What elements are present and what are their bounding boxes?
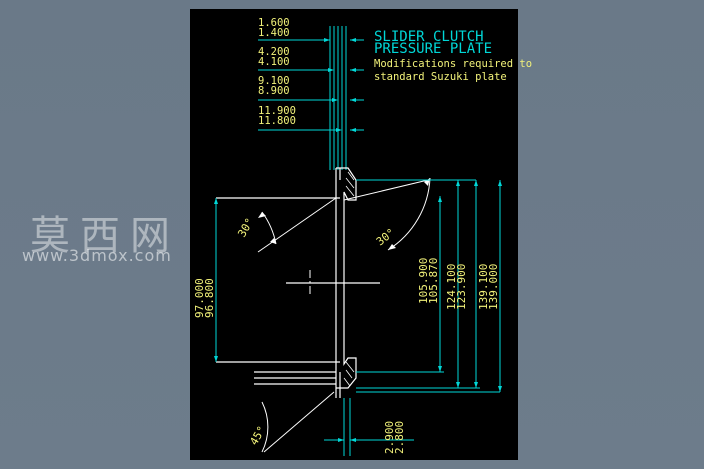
diameter-1-max: 97.000	[193, 278, 206, 318]
dim-3-max: 9.100	[258, 75, 290, 87]
diameter-1-min: 96.800	[203, 278, 216, 318]
diameter-dimension-arrows	[214, 180, 502, 392]
dim-4-max: 11.900	[258, 105, 296, 117]
dim-4-min: 11.800	[258, 115, 296, 127]
diameter-dimension-values: 97.000 96.800 105.900 105.870 124.100 12…	[193, 258, 500, 318]
note-line-1: Modifications required to	[374, 58, 532, 70]
drawing-title-line-1: SLIDER CLUTCH	[374, 29, 484, 45]
dim-1-min: 1.400	[258, 27, 290, 39]
title-block: SLIDER CLUTCH PRESSURE PLATE	[374, 29, 492, 57]
angle-right-value: 30°	[374, 226, 398, 248]
thickness-dimension-arrows	[338, 438, 356, 442]
diameter-dimension-lines	[215, 179, 501, 393]
dim-1-max: 1.600	[258, 17, 290, 29]
drawing-title-line-2: PRESSURE PLATE	[374, 41, 492, 57]
dim-2-min: 4.100	[258, 56, 290, 68]
section-hatch	[343, 171, 355, 387]
axial-dimension-arrows	[324, 38, 356, 132]
plate-profile	[216, 167, 380, 398]
thickness-min: 2.800	[393, 421, 406, 454]
thickness-max: 2.900	[383, 421, 396, 454]
thickness-dimension-values: 2.900 2.800	[383, 421, 406, 454]
dim-2-max: 4.200	[258, 46, 290, 58]
angle-left-value: 30°	[235, 216, 256, 240]
diameter-4-min: 139.000	[487, 264, 500, 310]
drawing-note: Modifications required to standard Suzuk…	[374, 58, 532, 83]
dim-3-min: 8.900	[258, 85, 290, 97]
diameter-2-max: 105.900	[417, 258, 430, 304]
diameter-3-min: 123.900	[455, 264, 468, 310]
diameter-4-max: 139.100	[477, 264, 490, 310]
diameter-2-min: 105.870	[427, 258, 440, 304]
watermark-url: www.3dmox.com	[22, 246, 172, 265]
axial-dimension-lines	[258, 26, 364, 170]
note-line-2: standard Suzuki plate	[374, 71, 507, 83]
angle-lines	[257, 177, 431, 453]
axial-dimension-values: 1.600 1.400 4.200 4.100 9.100 8.900 11.9…	[258, 17, 296, 127]
watermark-chinese-text: 莫西网	[30, 213, 180, 259]
diameter-3-max: 124.100	[445, 264, 458, 310]
drawing-sheet	[190, 9, 518, 460]
